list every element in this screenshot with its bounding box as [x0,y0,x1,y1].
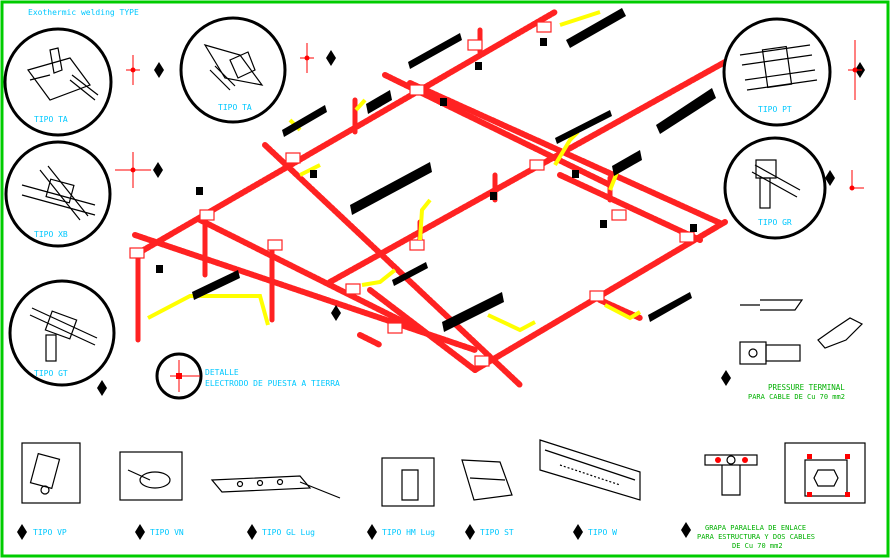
detail-electrode: DETALLE ELECTRODO DE PUESTA A TIERRA [155,352,340,400]
horizontal-mount-icon [381,457,435,507]
ground-grid [129,9,728,388]
type-label-hm: TIPO HM Lug [382,528,435,537]
diamond-markers [97,50,865,396]
pressure-terminal [739,299,864,365]
crosshair-markers [115,40,864,191]
pressure-terminal-title: PRESSURE TERMINAL [768,383,845,392]
ground-rod-tee-icon [29,307,98,362]
lug-icon [210,475,341,499]
bottom-diamond-markers [17,522,691,540]
steel-rail-icon [461,459,513,501]
terminal-iso-icon [817,317,864,349]
detail-label: TIPO GT [34,369,68,378]
terminal-front-icon [739,341,767,365]
detail-label: TIPO PT [758,105,792,114]
type-label-gl: TIPO GL Lug [262,528,315,537]
drawing-title: Exothermic welding TYPE [28,8,139,17]
w-rail-icon [539,439,641,501]
clamp-note-line2: PARA ESTRUCTURA Y DOS CABLES [697,533,815,541]
ground-rod-icon [751,159,801,209]
detail-label: TIPO XB [34,230,68,239]
detail-label: TIPO TA [218,103,252,112]
tee-connection-icon [27,47,99,101]
pressure-terminal-subtitle: PARA CABLE DE Cu 70 mm2 [748,393,845,401]
detail-pt: TIPO PT [722,17,832,127]
callout-label-marks [192,8,716,332]
tee-connection-icon [203,44,264,91]
parallel-cable-icon [739,44,818,91]
detail-ta-center: TIPO TA [179,16,287,124]
clamp-note-line1: GRAPA PARALELA DE ENLACE [705,524,806,532]
detail-xb: TIPO XB [4,140,112,248]
cross-connection-icon [21,165,96,221]
type-label-w: TIPO W [588,528,617,537]
type-label-vp: TIPO VP [33,528,67,537]
vertical-plate-icon [21,442,81,504]
tag-markers [156,38,697,273]
parallel-clamp-icon [704,442,866,504]
detail-gt: TIPO GT [8,279,116,387]
detail-label: TIPO TA [34,115,68,124]
detail-note-line1: DETALLE [205,368,239,377]
terminal-side-icon [760,299,804,311]
detail-label: TIPO GR [758,218,792,227]
vertical-notch-icon [119,451,183,501]
detail-ta-left: TIPO TA [3,27,113,137]
detail-gr: TIPO GR [723,136,827,240]
type-label-st: TIPO ST [480,528,514,537]
detail-note-line2: ELECTRODO DE PUESTA A TIERRA [205,379,340,388]
type-label-vn: TIPO VN [150,528,184,537]
clamp-note-line3: DE Cu 70 mm2 [732,542,783,550]
